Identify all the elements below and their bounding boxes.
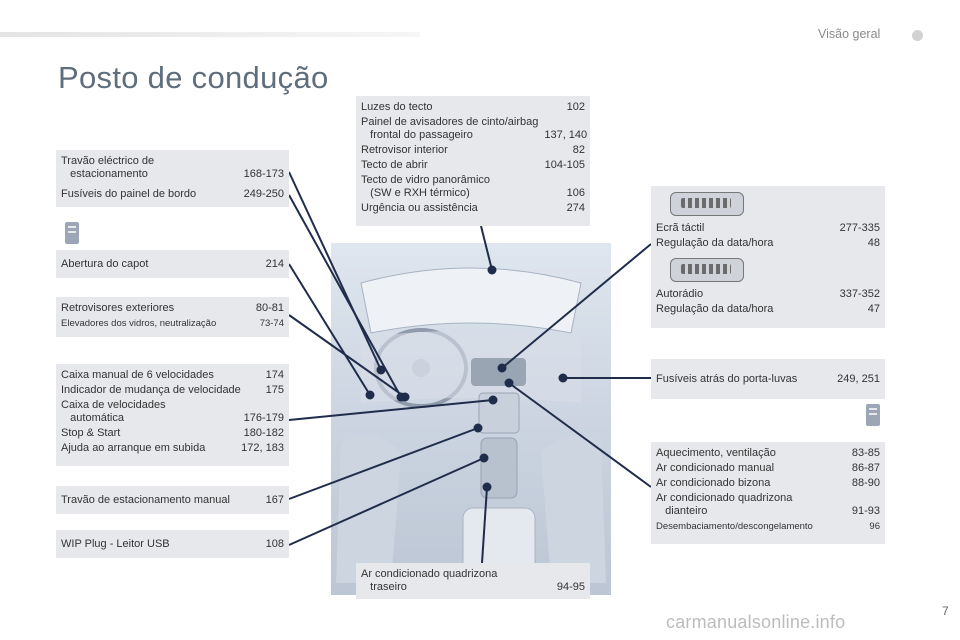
leader-touchscreen <box>501 243 652 369</box>
leader-park-brake-dot <box>376 365 386 375</box>
leader-park-brake <box>288 171 382 371</box>
leader-climate-dot <box>504 378 514 388</box>
leader-fuses <box>288 194 402 398</box>
leader-gearbox <box>288 399 494 421</box>
entry-row: Painel de avisadores de cinto/airbag fro… <box>361 116 588 141</box>
watermark: carmanualsonline.info <box>666 612 846 632</box>
radio-icon <box>670 258 744 282</box>
section-dot-icon <box>912 30 923 41</box>
header-bar <box>0 32 420 37</box>
touchscreen-icon <box>670 192 744 216</box>
leader-bonnet <box>288 263 371 396</box>
fuse-icon <box>65 222 79 244</box>
leader-rear-climate <box>481 486 488 564</box>
leader-mirrors-dot <box>400 392 410 402</box>
leader-rear-climate-dot <box>482 482 492 492</box>
section-title: Visão geral <box>818 27 881 41</box>
page-number: 7 <box>942 604 949 618</box>
leader-wip-plug-dot <box>479 453 489 463</box>
leader-touchscreen-dot <box>497 363 507 373</box>
leader-roof <box>480 225 493 271</box>
leader-roof-dot <box>487 265 497 275</box>
entry-row: Tecto de vidro panorâmico (SW e RXH térm… <box>361 174 585 199</box>
page-title: Posto de condução <box>58 60 329 95</box>
leader-gearbox-dot <box>488 395 498 405</box>
leader-bonnet-dot <box>365 390 375 400</box>
leader-manual-park-brake <box>288 427 479 500</box>
leader-wip-plug <box>288 457 485 546</box>
leader-mirrors <box>288 314 406 398</box>
fuse-icon <box>866 404 880 426</box>
leader-glovebox-dot <box>558 373 568 383</box>
leader-climate <box>508 382 652 488</box>
leader-manual-park-brake-dot <box>473 423 483 433</box>
